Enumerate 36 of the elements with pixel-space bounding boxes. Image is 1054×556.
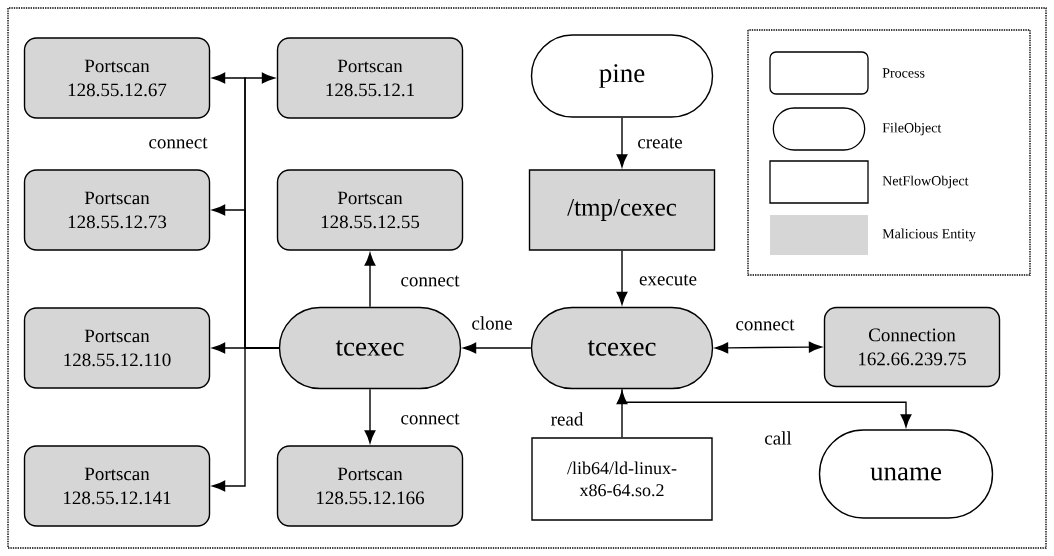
edge-label: connect [734,318,796,332]
file-object-node: tcexec [530,306,714,390]
arrow [364,388,376,444]
edge-label: call [763,430,793,446]
process-box: Portscan 128.55.12.55 [276,169,464,251]
legend-label: Process [882,68,925,78]
process-box: Portscan 128.55.12.1 [276,37,464,119]
process-box: Portscan 128.55.12.67 [23,37,211,119]
file-object-node: tcexec [278,306,462,390]
process-box: Portscan 128.55.12.141 [23,445,211,527]
arrow [212,347,280,492]
process-box: Portscan 128.55.12.73 [23,169,211,251]
legend-label: FileObject [882,122,942,136]
edge-label: execute [638,273,698,287]
edge-label: connect [147,136,209,150]
netflow-box: /lib64/ld-linux-x86-64.so.2 [531,437,713,521]
arrow [616,117,628,168]
legend-label: NetFlowObject [882,175,969,189]
arrow [621,388,912,428]
process-box: Portscan 128.55.12.166 [276,445,464,527]
edge-label: connect [399,274,461,288]
edge-label: clone [470,315,514,331]
process-box: Connection 162.66.239.75 [823,306,1001,388]
arrow [463,342,532,354]
file-object-node: pine [530,34,714,118]
edge-label: connect [399,412,461,426]
arrow [616,250,628,305]
edge-label: create [636,136,684,150]
legend-label: Malicious Entity [882,228,976,242]
arrow [364,252,376,308]
arrow [715,341,822,354]
edge-label: read [549,411,585,427]
file-object-node: uname [818,429,994,519]
process-box: Portscan 128.55.12.110 [23,307,211,389]
arrow [616,391,628,438]
netflow-box: /tmp/cexec [528,169,716,251]
